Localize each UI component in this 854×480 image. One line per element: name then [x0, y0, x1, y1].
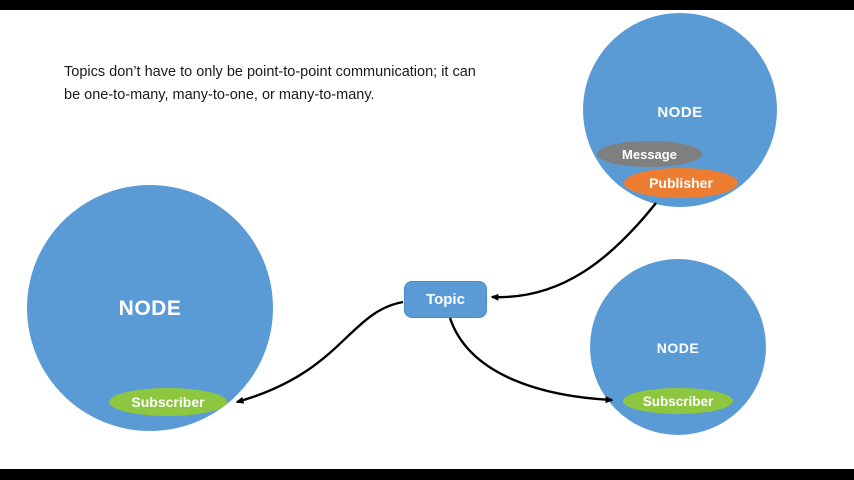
message-badge-label: Message	[622, 146, 677, 162]
annotation-text: Topics don’t have to only be point-to-po…	[64, 64, 476, 104]
node-top-right-label: NODE	[657, 104, 703, 121]
subscriber-badge-right: Subscriber	[623, 388, 733, 414]
top-letterbox-bar	[0, 0, 854, 10]
node-left-label: NODE	[118, 297, 182, 320]
publisher-badge: Publisher	[624, 168, 738, 198]
publisher-badge-label: Publisher	[649, 175, 713, 191]
topic-label: Topic	[426, 291, 465, 308]
subscriber-badge-left: Subscriber	[109, 388, 227, 416]
subscriber-badge-right-label: Subscriber	[642, 393, 714, 409]
subscriber-badge-left-label: Subscriber	[131, 394, 205, 410]
node-bottom-right-label: NODE	[656, 340, 700, 356]
bottom-letterbox-bar	[0, 469, 854, 480]
topic-box: Topic	[404, 281, 487, 318]
arrow-topic-to-bottom-right-subscriber	[448, 317, 614, 404]
message-badge: Message	[597, 141, 702, 167]
